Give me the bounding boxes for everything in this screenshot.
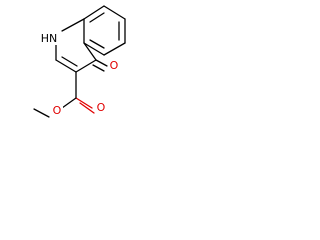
bond-c8a-n1: [61, 18, 85, 32]
aromatic-inner-bond-1: [89, 12, 105, 23]
bond-c3-c4: [75, 59, 97, 73]
nh-label: HN: [41, 32, 58, 45]
ketone-o-label-bg: [108, 59, 120, 73]
structure-drawing: HN O O O: [33, 5, 126, 118]
bond-c2-c3: [55, 59, 77, 73]
bond-c4-o-double: [92, 64, 105, 72]
bond-c5-c6: [83, 42, 105, 56]
bond-c2-c3: [103, 5, 126, 20]
ester-carbonyl-oxygen-label: O: [97, 101, 106, 114]
bond-c2-c3-double: [61, 56, 78, 67]
bond-o-methyl: [33, 108, 50, 118]
bond-carbonyl-o-double-2: [79, 102, 95, 114]
ester-carbonyl-o-label-bg: [95, 101, 107, 115]
ketone-oxygen-label: O: [110, 59, 119, 72]
bond-carbonyl-o-double: [75, 97, 93, 109]
structure-canvas: HN O O O: [0, 0, 150, 150]
bond-carbonyl-o-single: [61, 97, 77, 109]
ester-ether-oxygen-label: O: [53, 104, 62, 117]
ester-ether-o-label-bg: [51, 104, 63, 118]
bond-c4-c5: [103, 42, 126, 56]
bond-c4-o: [95, 59, 108, 67]
nh-label-bg: [40, 31, 58, 45]
bond-c4-c4a: [83, 42, 97, 61]
aromatic-inner-bond-3: [89, 39, 105, 49]
bond-c1-c2: [83, 5, 105, 20]
